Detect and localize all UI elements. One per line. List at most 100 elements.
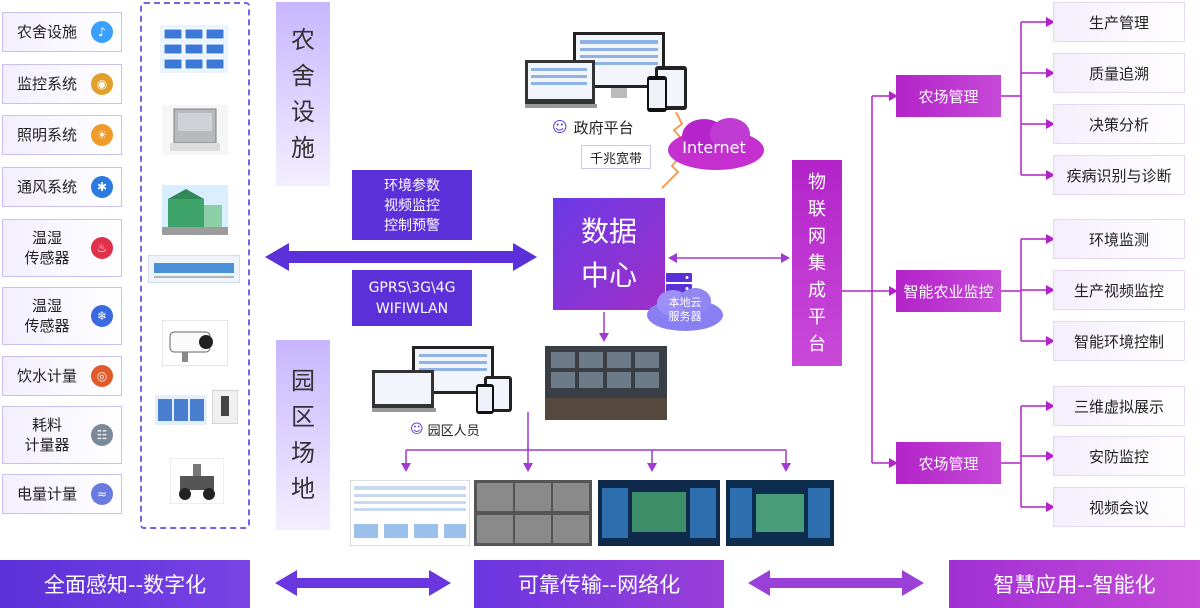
right-branch-lines <box>1001 17 1055 512</box>
datacenter-down-arrow <box>599 312 609 342</box>
band-char: 施 <box>291 134 315 162</box>
sensor-label: 温湿传感器 <box>24 229 70 267</box>
data-center-box: 数据 中心 <box>553 198 665 310</box>
park-staff-text: 园区人员 <box>427 423 480 439</box>
dashboard-screenshot-1 <box>350 480 470 546</box>
iot-platform-band: 物联网集成平台 <box>792 160 842 366</box>
humidity-icon: ❄ <box>91 305 113 327</box>
gigabit-box: 千兆宽带 <box>581 145 651 169</box>
machine-image <box>162 105 228 155</box>
sensor-item[interactable]: 温湿传感器 ❄ <box>2 287 122 345</box>
internet-label: Internet <box>682 138 746 157</box>
power-meter-icon: ≈ <box>91 483 113 505</box>
farm-management-bottom[interactable]: 农场管理 <box>896 442 1001 484</box>
gov-platform-text: 政府平台 <box>573 118 634 137</box>
bulb-icon: ☀ <box>91 124 113 146</box>
sensor-label: 耗料计量器 <box>24 416 70 454</box>
transmission-double-arrow <box>265 243 537 271</box>
dashboard-screenshot-3 <box>598 480 720 546</box>
internet-cloud-icon <box>668 118 764 170</box>
line-from-staff <box>527 412 529 450</box>
battery-rack-image <box>155 395 207 425</box>
band-char: 网 <box>808 225 826 247</box>
smart-agri-monitoring[interactable]: 智能农业监控 <box>896 270 1001 312</box>
speaker-icon: ♪ <box>91 21 113 43</box>
band-char: 农 <box>291 26 315 54</box>
local-cloud-line1: 本地云 <box>668 296 702 309</box>
app-item[interactable]: 安防监控 <box>1053 436 1185 476</box>
bottom-transmission-bar: 可靠传输--网络化 <box>474 560 724 608</box>
greenhouse-building-image <box>162 185 228 235</box>
sensor-item[interactable]: 通风系统✱ <box>2 167 122 207</box>
thermometer-icon: ♨ <box>91 237 113 259</box>
app-item[interactable]: 三维虚拟展示 <box>1053 386 1185 426</box>
band-char: 物 <box>808 171 826 193</box>
app-item[interactable]: 生产视频监控 <box>1053 270 1185 310</box>
app-item[interactable]: 智能环境控制 <box>1053 321 1185 361</box>
park-staff-label: ☺ 园区人员 <box>410 420 480 439</box>
app-item[interactable]: 疾病识别与诊断 <box>1053 155 1185 195</box>
sensor-label: 温湿传感器 <box>24 297 70 335</box>
iot-platform-text: 物联网集成平台 <box>808 169 826 358</box>
sensor-item[interactable]: 饮水计量◎ <box>2 356 122 396</box>
device-panel <box>140 2 250 529</box>
bottom-perception-bar: 全面感知--数字化 <box>0 560 250 608</box>
sensor-label: 通风系统 <box>16 178 77 196</box>
sensor-label: 监控系统 <box>16 75 77 93</box>
feed-meter-icon: ☷ <box>91 424 113 446</box>
security-camera-image <box>162 320 228 366</box>
band-char: 成 <box>808 279 826 301</box>
param-alarm: 控制预警 <box>384 218 440 234</box>
dashboard-screenshot-4 <box>726 480 834 546</box>
control-room-image <box>545 346 667 420</box>
sensor-item[interactable]: 电量计量 ≈ <box>2 474 122 514</box>
sensor-item[interactable]: 温湿传感器 ♨ <box>2 219 122 277</box>
datacenter-iot-arrow <box>668 253 790 263</box>
app-item[interactable]: 质量追溯 <box>1053 53 1185 93</box>
band-char: 园 <box>291 367 315 395</box>
people-icon: ☺ <box>410 421 424 437</box>
facility-band: 农舍设施 <box>276 2 330 186</box>
park-band: 园区场地 <box>276 340 330 530</box>
screens-branch-lines <box>401 446 791 472</box>
sensor-item[interactable]: 监控系统◉ <box>2 64 122 104</box>
park-band-text: 园区场地 <box>291 363 315 507</box>
app-item[interactable]: 决策分析 <box>1053 104 1185 144</box>
band-char: 舍 <box>291 62 315 90</box>
solar-panel-image <box>160 25 228 73</box>
app-item[interactable]: 环境监测 <box>1053 219 1185 259</box>
local-cloud-label: 本地云 服务器 <box>655 296 715 324</box>
band-char: 联 <box>808 198 826 220</box>
app-item[interactable]: 视频会议 <box>1053 487 1185 527</box>
band-char: 集 <box>808 252 826 274</box>
sensor-item[interactable]: 农舍设施♪ <box>2 12 122 52</box>
band-char: 平 <box>808 306 826 328</box>
park-staff-devices-image <box>372 346 512 414</box>
local-cloud-icon <box>647 288 723 331</box>
band-char: 场 <box>291 439 315 467</box>
robot-vehicle-image <box>170 458 224 504</box>
gov-platform-devices-image <box>525 32 687 112</box>
sensor-item[interactable]: 耗料计量器 ☷ <box>2 406 122 464</box>
sensor-item[interactable]: 照明系统☀ <box>2 115 122 155</box>
network-types-box: GPRS\3G\4G WIFIWLAN <box>352 270 472 326</box>
facility-band-text: 农舍设施 <box>291 22 315 166</box>
transmission-params-box: 环境参数 视频监控 控制预警 <box>352 170 472 240</box>
band-char: 区 <box>291 403 315 431</box>
network-wifi: WIFIWLAN <box>375 301 449 317</box>
dashboard-screenshot-2 <box>474 480 592 546</box>
people-icon: ☺ <box>552 118 568 136</box>
sensor-label: 电量计量 <box>16 485 77 503</box>
local-cloud-line2: 服务器 <box>668 310 702 323</box>
band-char: 设 <box>291 98 315 126</box>
feeding-line-image <box>148 255 240 283</box>
param-env: 环境参数 <box>384 178 440 194</box>
data-center-line2: 中心 <box>580 259 637 292</box>
farm-management-top[interactable]: 农场管理 <box>896 75 1001 117</box>
band-char: 地 <box>291 475 315 503</box>
band-char: 台 <box>808 333 826 355</box>
app-item[interactable]: 生产管理 <box>1053 2 1185 42</box>
sensor-label: 饮水计量 <box>16 367 77 385</box>
param-video: 视频监控 <box>384 198 440 214</box>
gov-platform-label: ☺ 政府平台 <box>552 117 634 137</box>
